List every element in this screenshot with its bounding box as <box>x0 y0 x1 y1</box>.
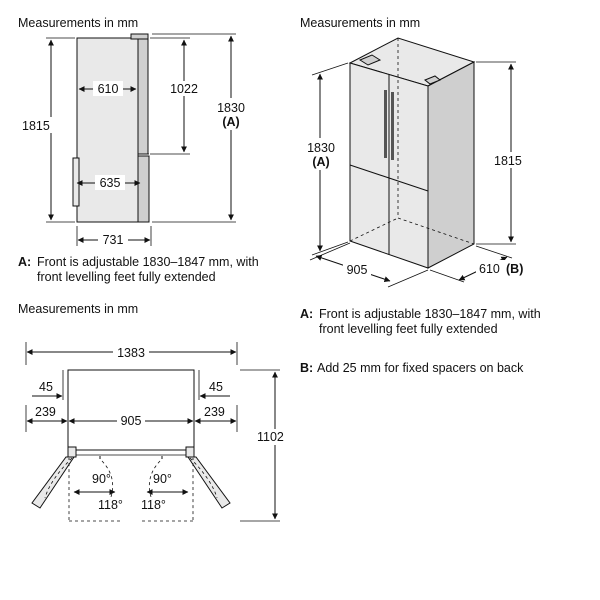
side-note-line2: front levelling feet fully extended <box>37 270 216 284</box>
iso-dim-height-front-ref: (A) <box>312 155 329 169</box>
plan-view: Measurements in mm 13 <box>18 302 293 522</box>
side-note-key: A: <box>18 255 31 269</box>
dim-height-upper: 1022 <box>170 82 198 96</box>
plan-view-title: Measurements in mm <box>18 302 138 316</box>
iso-dim-width: 905 <box>347 263 368 277</box>
side-view-title: Measurements in mm <box>18 16 138 30</box>
dim-height-front: 1830 <box>217 101 245 115</box>
plan-dim-right-offset: 45 <box>209 380 223 394</box>
plan-angle-right-118: 118° <box>141 498 166 512</box>
fridge-iso-body <box>348 37 476 269</box>
iso-dim-height-front: 1830 <box>307 141 335 155</box>
iso-view: Measurements in mm 1830 <box>300 16 531 288</box>
plan-angle-left-118: 118° <box>98 498 123 512</box>
plan-angle-right-90: 90° <box>153 472 172 486</box>
plan-dim-left-offset: 45 <box>39 380 53 394</box>
side-note-line1: Front is adjustable 1830–1847 mm, with <box>37 255 259 269</box>
iso-dim-depth: 610 <box>479 262 500 276</box>
note-a-line2: front levelling feet fully extended <box>319 322 498 336</box>
dim-height-total: 1815 <box>22 119 50 133</box>
plan-dim-left-swing: 239 <box>35 405 56 419</box>
plan-dim-body-width: 905 <box>121 414 142 428</box>
plan-dim-depth-open: 1102 <box>257 430 284 444</box>
plan-dim-right-swing: 239 <box>204 405 225 419</box>
note-b-key: B: <box>300 361 313 375</box>
fridge-plan-body <box>31 369 231 522</box>
side-view: Measurements in mm 610 635 731 1815 <box>18 16 259 284</box>
fridge-side-silhouette <box>72 33 150 223</box>
dim-depth-lower: 635 <box>100 176 121 190</box>
dim-depth-total: 731 <box>103 233 124 247</box>
notes: A: Front is adjustable 1830–1847 mm, wit… <box>300 307 541 375</box>
iso-dim-height-back: 1815 <box>494 154 522 168</box>
iso-view-title: Measurements in mm <box>300 16 420 30</box>
dim-depth-body: 610 <box>98 82 119 96</box>
iso-dim-depth-ref: (B) <box>506 262 523 276</box>
dim-height-front-ref: (A) <box>222 115 239 129</box>
plan-angle-left-90: 90° <box>92 472 111 486</box>
plan-dim-total-width: 1383 <box>117 346 145 360</box>
note-b-line1: Add 25 mm for fixed spacers on back <box>317 361 524 375</box>
note-a-line1: Front is adjustable 1830–1847 mm, with <box>319 307 541 321</box>
note-a-key: A: <box>300 307 313 321</box>
